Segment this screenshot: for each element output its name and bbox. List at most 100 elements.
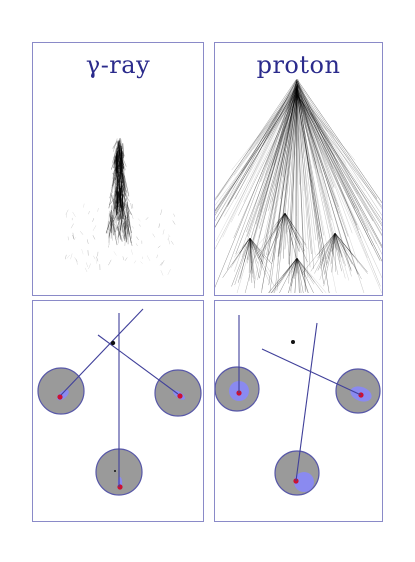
particle-track bbox=[286, 92, 297, 170]
particle-track bbox=[249, 237, 253, 274]
particle-track bbox=[72, 232, 74, 239]
particle-track bbox=[296, 84, 329, 199]
particle-track bbox=[111, 225, 113, 241]
particle-track bbox=[117, 140, 121, 149]
particle-track bbox=[301, 232, 336, 274]
particle-track bbox=[296, 87, 382, 247]
particle-track bbox=[215, 80, 298, 216]
particle-track bbox=[108, 219, 114, 237]
particle-track bbox=[257, 87, 298, 281]
particle-track bbox=[113, 156, 116, 169]
particle-track bbox=[111, 197, 117, 214]
particle-track bbox=[276, 84, 298, 169]
particle-track bbox=[249, 237, 271, 273]
particle-track bbox=[296, 257, 306, 273]
particle-track bbox=[334, 232, 344, 264]
particle-track bbox=[122, 193, 127, 203]
particle-track bbox=[226, 82, 297, 270]
particle-track bbox=[215, 79, 297, 201]
particle-track bbox=[296, 95, 316, 256]
particle-track bbox=[334, 232, 346, 267]
particle-track bbox=[158, 223, 160, 228]
particle-track bbox=[295, 80, 335, 188]
particle-track bbox=[215, 89, 297, 242]
particle-track bbox=[122, 256, 125, 261]
particle-track bbox=[215, 88, 298, 214]
particle-track bbox=[108, 210, 110, 231]
particle-track bbox=[161, 260, 165, 266]
particle-track bbox=[296, 85, 323, 240]
particle-track bbox=[243, 90, 297, 203]
particle-track bbox=[113, 216, 115, 236]
particle-track bbox=[124, 181, 126, 189]
particle-track bbox=[334, 232, 360, 275]
particle-track bbox=[266, 84, 298, 166]
particle-track bbox=[327, 232, 336, 259]
particle-track bbox=[109, 177, 115, 199]
particle-track bbox=[72, 234, 75, 240]
particle-track bbox=[295, 83, 335, 138]
particle-track bbox=[76, 259, 78, 265]
particle-track bbox=[280, 80, 297, 199]
particle-track bbox=[268, 257, 298, 294]
particle-track bbox=[114, 172, 117, 181]
particle-track bbox=[230, 237, 251, 269]
particle-track bbox=[93, 255, 96, 260]
particle-track bbox=[297, 89, 347, 166]
particle-track bbox=[249, 237, 252, 248]
particle-track bbox=[296, 95, 332, 221]
gamma-ray-title: γ-ray bbox=[85, 51, 151, 79]
particle-track bbox=[295, 86, 331, 218]
particle-track bbox=[123, 166, 126, 190]
particle-track bbox=[113, 200, 116, 220]
particle-track bbox=[295, 93, 327, 264]
particle-track bbox=[296, 257, 327, 294]
particle-track bbox=[295, 87, 325, 275]
particle-track bbox=[140, 261, 143, 264]
particle-track bbox=[135, 243, 138, 247]
particle-track bbox=[296, 86, 309, 279]
particle-track bbox=[296, 93, 382, 224]
particle-track bbox=[296, 93, 382, 294]
particle-track bbox=[215, 96, 297, 212]
particle-track bbox=[288, 92, 298, 153]
particle-track bbox=[293, 257, 298, 279]
particle-track bbox=[296, 79, 320, 240]
particle-track bbox=[115, 238, 118, 241]
particle-track bbox=[88, 263, 91, 269]
particle-track bbox=[233, 92, 297, 238]
shower-axis-line bbox=[97, 334, 179, 395]
particle-track bbox=[232, 237, 251, 265]
particle-track bbox=[123, 229, 126, 234]
particle-track bbox=[249, 237, 266, 275]
particle-track bbox=[271, 257, 298, 294]
particle-track bbox=[296, 257, 306, 284]
particle-track bbox=[284, 212, 287, 224]
particle-track bbox=[296, 257, 314, 294]
particle-track bbox=[295, 93, 366, 192]
particle-track bbox=[278, 96, 298, 165]
particle-track bbox=[277, 94, 299, 257]
particle-track bbox=[167, 268, 171, 275]
particle-track bbox=[110, 213, 115, 226]
particle-track bbox=[124, 217, 127, 231]
telescope-left bbox=[215, 366, 260, 412]
particle-track bbox=[130, 249, 133, 255]
particle-track bbox=[293, 257, 298, 272]
particle-track bbox=[133, 260, 137, 264]
particle-track bbox=[113, 200, 115, 210]
particle-track bbox=[296, 95, 317, 165]
particle-track bbox=[232, 84, 298, 190]
particle-track bbox=[282, 212, 286, 238]
particle-track bbox=[267, 212, 286, 256]
particle-track bbox=[253, 84, 298, 244]
particle-track bbox=[284, 212, 294, 246]
particle-track bbox=[222, 80, 298, 238]
particle-track bbox=[249, 237, 264, 265]
particle-track bbox=[249, 237, 256, 280]
particle-track bbox=[295, 91, 339, 214]
particle-track bbox=[237, 82, 297, 283]
gamma-ray-camera-images-graphic bbox=[37, 308, 202, 496]
particle-track bbox=[222, 237, 251, 278]
particle-track bbox=[334, 232, 355, 257]
